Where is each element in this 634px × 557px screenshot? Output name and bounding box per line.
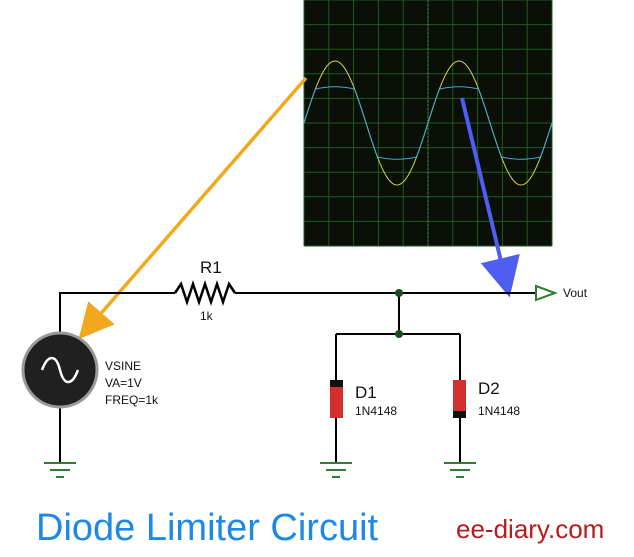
r1-name: R1 — [200, 258, 222, 277]
d2-body — [453, 380, 466, 418]
wire-source-to-r1 — [59, 292, 175, 336]
r1-value: 1k — [200, 309, 214, 323]
source-amplitude: VA=1V — [105, 376, 142, 390]
d1-body — [330, 380, 343, 418]
oscilloscope-screen — [303, 0, 553, 247]
diode-d1 — [330, 380, 343, 418]
vout-label: Vout — [563, 286, 588, 300]
d1-cathode-band — [330, 380, 343, 387]
wires — [59, 292, 536, 462]
junction-dot — [395, 330, 403, 338]
d1-name: D1 — [355, 383, 377, 402]
d2-part: 1N4148 — [478, 404, 520, 418]
vout-terminal — [535, 284, 558, 302]
d2-cathode-band — [453, 411, 466, 418]
diode-d2 — [453, 380, 466, 418]
output-waveform — [303, 86, 553, 160]
ground-d1 — [320, 462, 352, 478]
source-name: VSINE — [105, 359, 141, 373]
sine-source — [21, 331, 99, 409]
output-arrow — [460, 97, 520, 298]
junction-dot — [395, 289, 403, 297]
resistor-r1 — [173, 280, 237, 306]
d2-name: D2 — [478, 379, 500, 398]
sine-wave-icon — [40, 356, 80, 384]
ground-source — [44, 462, 76, 478]
site-name: ee-diary.com — [456, 514, 604, 544]
input-arrow — [78, 76, 308, 340]
ground-d2 — [444, 462, 476, 478]
page-title: Diode Limiter Circuit — [36, 507, 379, 549]
source-frequency: FREQ=1k — [105, 393, 159, 407]
d1-part: 1N4148 — [355, 404, 397, 418]
